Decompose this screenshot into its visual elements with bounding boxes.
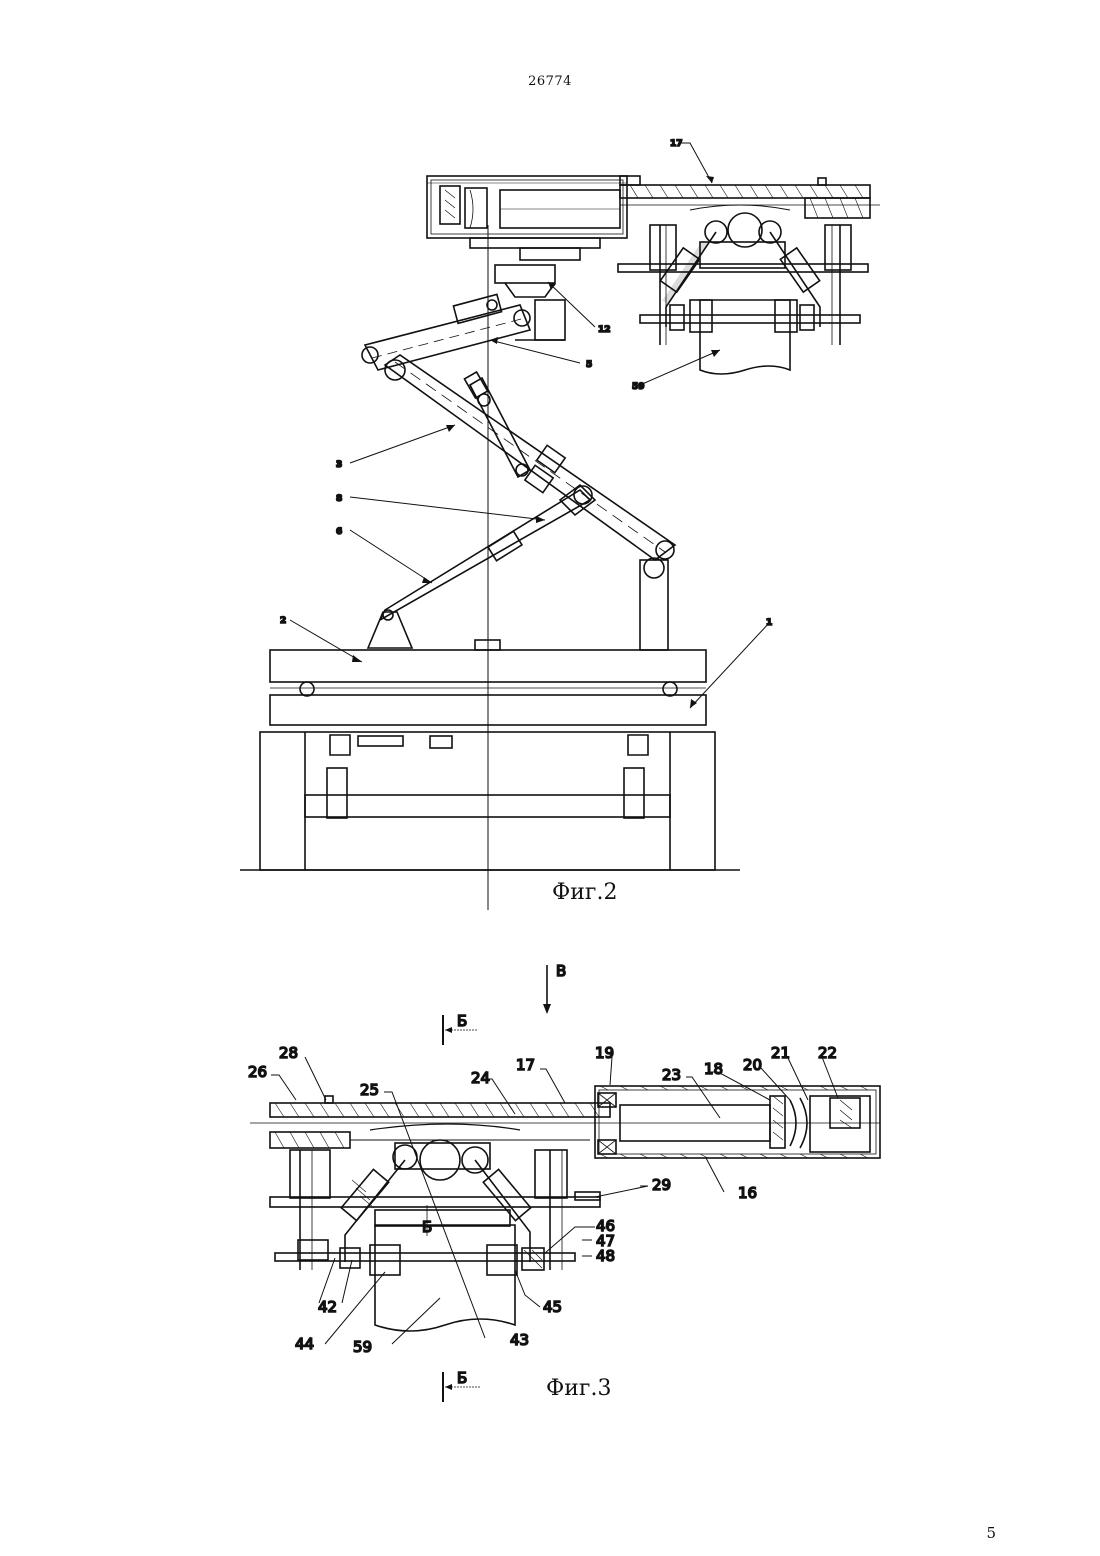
fig2-rotary-joint (470, 238, 600, 340)
fig3-label-21: 21 (771, 1044, 790, 1062)
fig2-label-8: 8 (336, 494, 342, 504)
fig2-label-1: 1 (766, 618, 772, 628)
fig2-label-3: 3 (336, 460, 342, 470)
figure-3-caption: Фиг.3 (546, 1376, 611, 1401)
fig3-label-16: 16 (738, 1184, 757, 1202)
fig3-section-mark-middle: Б (422, 1218, 432, 1236)
fig2-base (240, 640, 740, 870)
fig3-label-59: 59 (353, 1338, 372, 1356)
fig3-label-23: 23 (662, 1066, 681, 1084)
fig2-label-17: 17 (670, 139, 683, 149)
fig3-label-19: 19 (595, 1044, 614, 1062)
fig3-label-24: 24 (471, 1069, 490, 1087)
fig3-section-mark-top: Б (457, 1012, 467, 1030)
fig3-label-29: 29 (652, 1176, 671, 1194)
fig3-view-arrow-label: В (556, 962, 566, 980)
figure-2-caption: Фиг.2 (552, 880, 617, 905)
fig2-label-5: 5 (586, 360, 592, 370)
fig2-label-2: 2 (280, 616, 286, 626)
fig2-label-6: 6 (336, 527, 342, 537)
fig3-label-17: 17 (516, 1056, 535, 1074)
page-number: 5 (986, 1524, 996, 1542)
fig3-label-25: 25 (360, 1081, 379, 1099)
fig3-label-22: 22 (818, 1044, 837, 1062)
fig2-top-beam (427, 176, 880, 247)
fig3-label-42: 42 (318, 1298, 337, 1316)
fig3-label-45: 45 (543, 1298, 562, 1316)
fig3-section-mark-bottom: Б (457, 1369, 467, 1387)
fig3-label-26: 26 (248, 1063, 267, 1081)
fig3-label-20: 20 (743, 1056, 762, 1074)
fig2-label-59: 59 (632, 382, 645, 392)
fig3-label-18: 18 (704, 1060, 723, 1078)
fig3-label-44: 44 (295, 1335, 314, 1353)
figure-3-drawing (250, 965, 880, 1402)
fig3-label-28: 28 (279, 1044, 298, 1062)
fig2-label-12: 12 (598, 325, 611, 335)
fig3-label-43: 43 (510, 1331, 529, 1349)
fig3-label-48: 48 (596, 1247, 615, 1265)
